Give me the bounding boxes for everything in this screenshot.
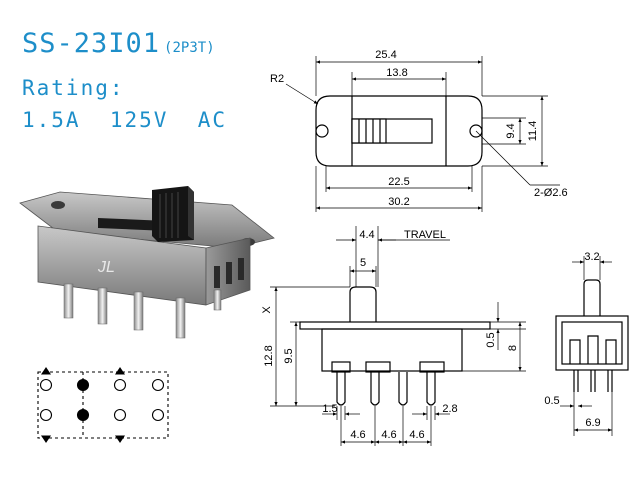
pole-config: (2P3T) xyxy=(164,40,215,56)
dim-plate-thickness: 0.5 xyxy=(485,332,497,347)
pcb-hole-pattern xyxy=(37,367,169,443)
dim-row-spacing: 6.9 xyxy=(585,417,600,429)
dim-pin-width: 1.5 xyxy=(322,403,337,415)
dim-knob-width: 5 xyxy=(360,257,366,269)
dim-pitch-1: 4.6 xyxy=(350,429,365,441)
side-view xyxy=(270,226,526,446)
top-view xyxy=(285,56,560,212)
dim-pitch-2: 4.6 xyxy=(381,429,396,441)
end-view-labels: 3.2 0.5 6.9 xyxy=(544,251,600,429)
rating-label: Rating: xyxy=(22,76,125,100)
dim-radius: R2 xyxy=(270,73,284,85)
photo-pins xyxy=(63,283,222,339)
rating-value: 1.5A 125V AC xyxy=(22,108,228,132)
dim-pitch-3: 4.6 xyxy=(409,429,424,441)
dim-end-knob-width: 3.2 xyxy=(584,251,599,263)
dim-width-total: 30.2 xyxy=(388,196,409,208)
model-title: SS-23I01(2P3T) xyxy=(22,28,215,59)
dim-height-mid: 9.5 xyxy=(283,348,295,363)
dim-height-total: 11.4 xyxy=(527,121,539,142)
end-view xyxy=(555,256,629,436)
dim-width-holes: 25.4 xyxy=(375,49,396,61)
logo: JL xyxy=(97,259,115,276)
dim-holes: 2-Ø2.6 xyxy=(534,187,568,199)
dim-travel: 4.4 xyxy=(359,229,374,241)
dim-height-inner: 9.4 xyxy=(505,123,517,138)
dim-body-height: 8 xyxy=(507,345,519,351)
dim-pin-thickness: 2.8 xyxy=(442,403,457,415)
travel-label: TRAVEL xyxy=(404,229,446,241)
product-photo: JL xyxy=(19,186,275,339)
dim-end-pin-thickness: 0.5 xyxy=(544,395,559,407)
dim-height-total: 12.8 xyxy=(263,345,275,366)
model-number: SS-23I01 xyxy=(22,28,161,59)
dim-slot-length: 13.8 xyxy=(386,67,407,79)
side-view-labels: 4.4 TRAVEL 5 X 12.8 9.5 0.5 8 1.5 2.8 4.… xyxy=(261,229,519,441)
dim-slot-inner: 22.5 xyxy=(388,176,409,188)
top-view-labels: 25.4 13.8 22.5 30.2 R2 2-Ø2.6 9.4 11.4 xyxy=(270,49,568,208)
dim-x: X xyxy=(261,306,273,314)
